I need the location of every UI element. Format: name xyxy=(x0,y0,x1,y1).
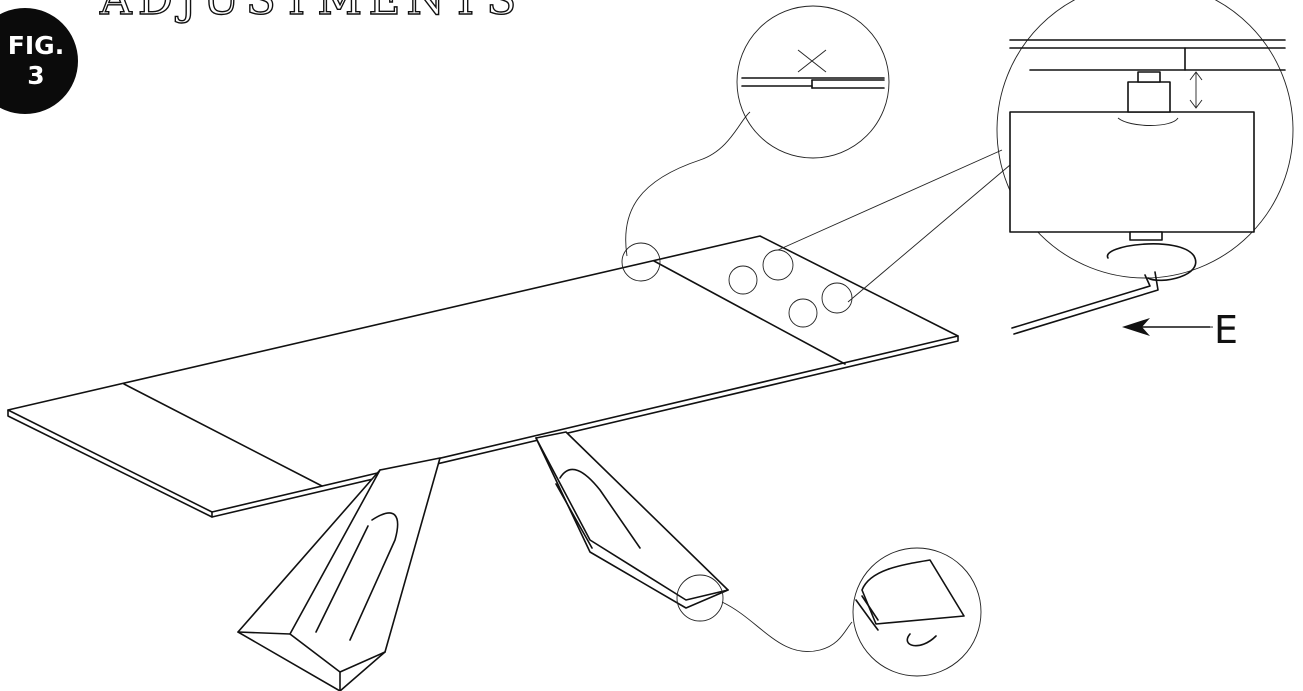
right-leg xyxy=(535,431,729,609)
foot-leader xyxy=(721,601,853,652)
e-arrow xyxy=(1122,318,1213,336)
table-top xyxy=(7,235,959,518)
zoom-leader-bottom xyxy=(847,164,1011,303)
hex-key xyxy=(1011,274,1151,329)
support-block xyxy=(1009,111,1255,233)
adjuster-screw xyxy=(1129,231,1163,241)
turn-arrow-icon xyxy=(1106,243,1197,282)
height-arrow-icon xyxy=(1189,99,1203,109)
seam-leader xyxy=(625,111,751,257)
left-leg xyxy=(237,457,441,691)
left-leaf-seam xyxy=(123,383,323,487)
adjuster-zoom-detail xyxy=(996,0,1294,335)
rotate-arrow-icon xyxy=(1117,117,1179,126)
figure-prefix: FIG. xyxy=(7,31,65,60)
figure-number: 3 xyxy=(27,61,45,90)
foot-rotate-icon xyxy=(906,633,937,647)
zoom-leader-top xyxy=(777,149,1003,251)
right-leaf-seam xyxy=(653,260,846,365)
page-title: ADJUSTMENTS xyxy=(99,0,522,26)
callout-e-label: E xyxy=(1214,308,1239,352)
seam-detail-marker xyxy=(621,242,661,282)
foot-adjust-detail xyxy=(852,547,982,677)
leveling-points xyxy=(621,242,853,622)
seam-alignment-detail xyxy=(736,5,890,159)
adjuster-knob xyxy=(1127,81,1171,113)
foot-detail-marker xyxy=(676,574,724,622)
